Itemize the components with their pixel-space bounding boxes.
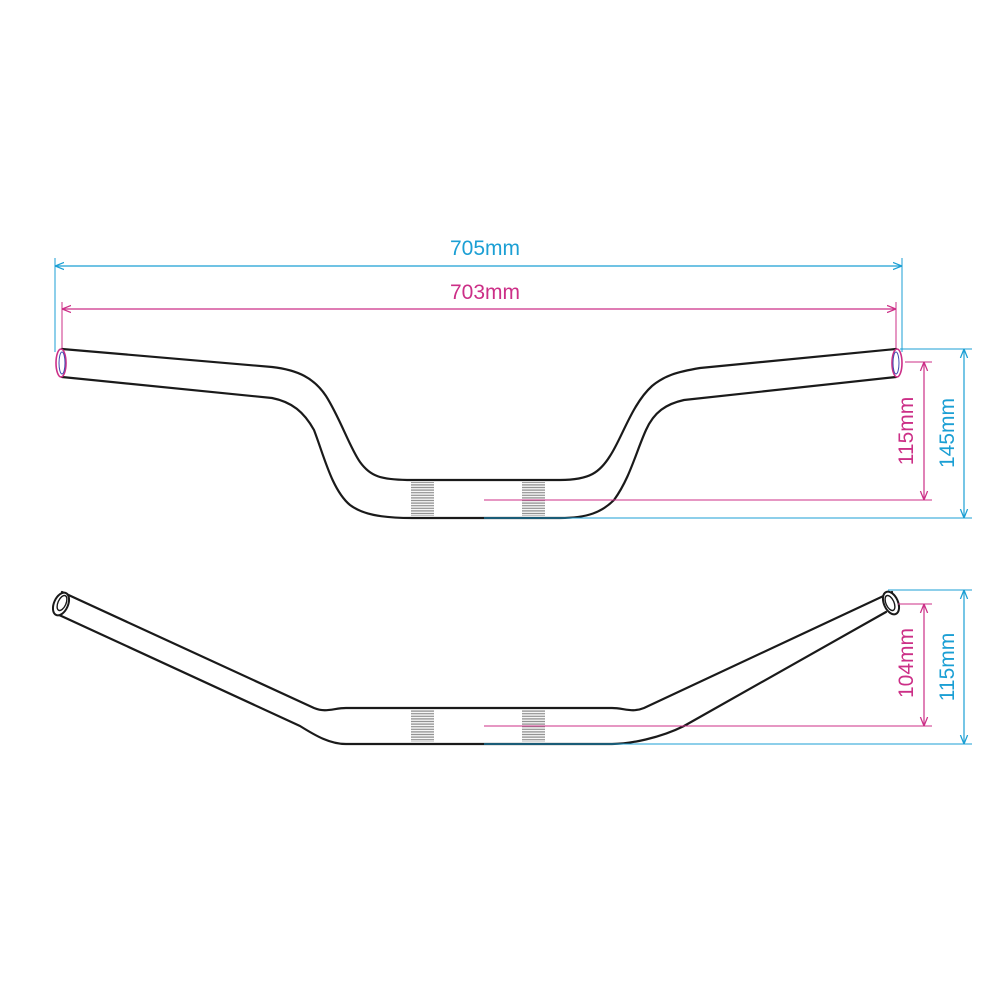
tube-end-right-front <box>891 348 903 378</box>
front-view: 705mm 703mm 115mm 145mm <box>54 237 972 520</box>
tube-end-right-front-inner <box>892 351 900 375</box>
height-outer-label: 145mm <box>936 398 959 468</box>
knurl-left-front <box>411 482 434 516</box>
knurl-right-front <box>522 482 545 516</box>
width-outer-label: 705mm <box>450 237 520 260</box>
knurl-left-top <box>411 710 434 742</box>
height-inner-label: 115mm <box>895 397 918 465</box>
tube-end-left-front <box>55 348 67 378</box>
top-view: 104mm 115mm <box>51 589 972 746</box>
tube-end-left-top-inner <box>56 594 68 612</box>
tube-end-left-top <box>51 591 71 617</box>
handlebar-front-outline <box>60 347 898 520</box>
depth-inner-label: 104mm <box>895 628 918 698</box>
tube-end-right-top-inner <box>884 594 896 612</box>
width-inner-label: 703mm <box>450 281 520 304</box>
handlebar-top-outline <box>55 590 894 746</box>
tube-end-left-front-inner <box>58 351 66 375</box>
depth-outer-label: 115mm <box>936 633 959 701</box>
